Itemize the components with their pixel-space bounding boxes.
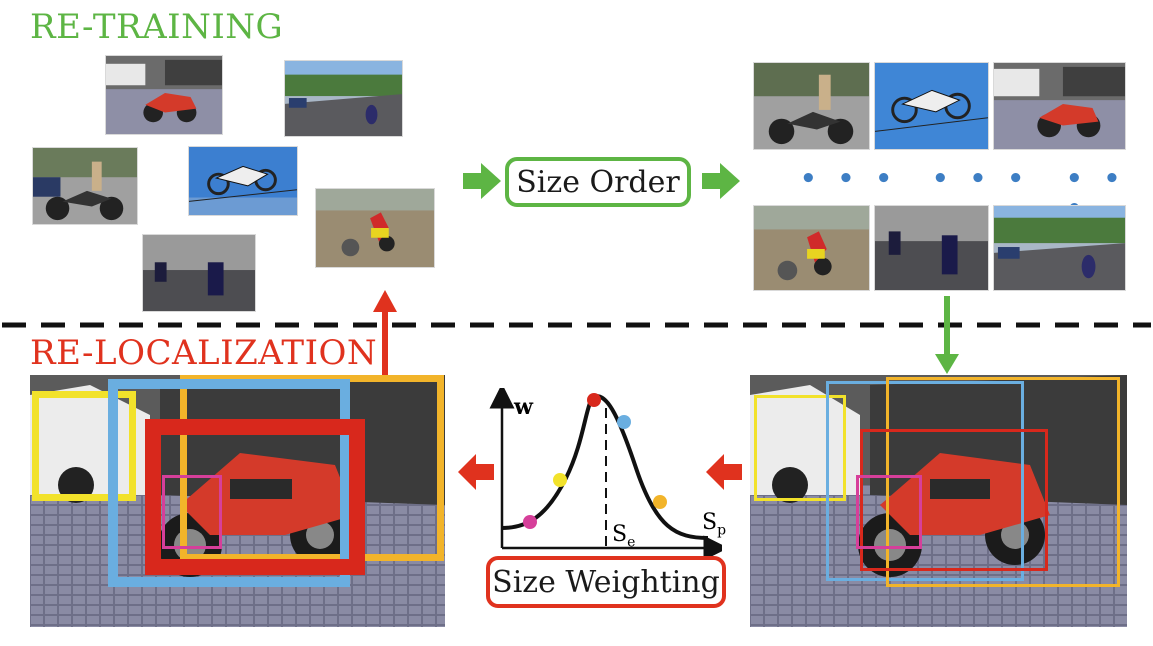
curve-sp-label: Sp xyxy=(702,510,727,539)
box-blue xyxy=(826,381,1024,581)
arrow-right-green-icon xyxy=(702,163,740,199)
ellipsis-col-1: • • • xyxy=(800,164,898,194)
weighted-box-yellow xyxy=(32,391,136,501)
box-yellow xyxy=(754,395,846,501)
relocalization-label: RE-LOCALIZATION xyxy=(30,333,378,373)
ellipsis-col-2: • • • xyxy=(932,164,1030,194)
weighted-box-red xyxy=(145,419,365,575)
sorted-thumbnail-moto-sky xyxy=(874,62,989,150)
box-orange xyxy=(886,377,1120,587)
curve-point-orange xyxy=(653,495,667,509)
arrow-up-red-icon xyxy=(373,290,397,376)
relocalization-input-scene xyxy=(750,375,1127,627)
sorted-thumbnail-track-pair xyxy=(874,205,989,291)
box-red xyxy=(860,429,1048,571)
size-weighting-box: Size Weighting xyxy=(486,556,726,608)
size-weighting-curve xyxy=(489,388,722,558)
size-order-box: Size Order xyxy=(505,157,691,207)
thumbnail-moto-sky-a xyxy=(188,146,298,216)
curve-point-red xyxy=(587,393,601,407)
size-order-label: Size Order xyxy=(516,164,680,200)
section-divider xyxy=(2,322,1151,328)
thumbnail-moto-parked-a xyxy=(105,55,223,135)
arrow-down-green-icon xyxy=(935,296,959,374)
sorted-thumbnail-moto-parked xyxy=(993,62,1126,150)
thumbnail-motocross-a xyxy=(315,188,435,268)
curve-point-yellow xyxy=(553,473,567,487)
sorted-thumbnail-rider-garage xyxy=(753,62,870,150)
curve-point-blue xyxy=(617,415,631,429)
weighted-box-magenta xyxy=(162,475,222,549)
curve-se-label: Se xyxy=(612,522,636,551)
curve-point-magenta xyxy=(523,515,537,529)
weighted-box-blue xyxy=(108,379,350,587)
thumbnail-track-pair-a xyxy=(142,234,256,312)
curve-w-label: w xyxy=(514,394,533,420)
sorted-thumbnail-motocross xyxy=(753,205,870,291)
retraining-label: RE-TRAINING xyxy=(30,7,284,47)
thumbnail-road-rider xyxy=(284,60,403,137)
arrow-left-red-icon xyxy=(706,454,742,490)
weighted-box-orange xyxy=(180,375,444,561)
thumbnail-rider-garage xyxy=(32,147,138,225)
relocalization-output-scene xyxy=(30,375,445,627)
box-magenta xyxy=(856,475,922,549)
size-weighting-label: Size Weighting xyxy=(492,564,720,600)
arrow-left-red-icon xyxy=(458,454,494,490)
sorted-thumbnail-road-rider xyxy=(993,205,1126,291)
arrow-right-green-icon xyxy=(463,163,501,199)
